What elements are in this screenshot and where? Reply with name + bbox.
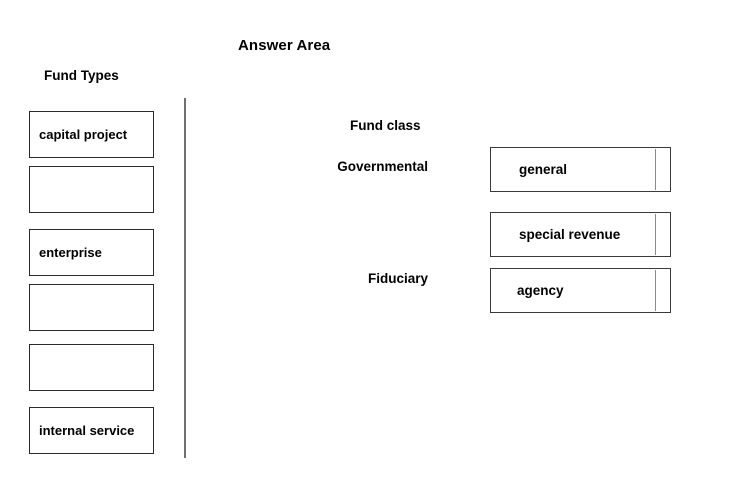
fund-types-source-list: capital project enterprise internal serv… xyxy=(29,111,154,462)
answer-value: special revenue xyxy=(519,226,621,242)
column-separator xyxy=(184,98,186,458)
fund-class-column-header: Fund class xyxy=(350,118,421,133)
fund-type-tile-label: internal service xyxy=(39,423,135,438)
fund-type-tile-3[interactable]: enterprise xyxy=(29,229,154,276)
fund-type-tile-label: capital project xyxy=(39,127,128,142)
fund-type-tile-2[interactable] xyxy=(29,166,154,213)
dropdown-divider-icon xyxy=(654,149,656,190)
dropdown-divider-icon xyxy=(654,270,656,311)
fund-type-tile-4[interactable] xyxy=(29,284,154,331)
row-label-governmental: Governmental xyxy=(337,159,428,174)
fund-type-tile-5[interactable] xyxy=(29,344,154,391)
answer-value: general xyxy=(519,161,568,177)
fund-type-tile-1[interactable]: capital project xyxy=(29,111,154,158)
answer-dropzone-governmental-general[interactable]: general xyxy=(490,147,671,192)
row-label-fiduciary: Fiduciary xyxy=(367,271,428,286)
dropdown-divider-icon xyxy=(654,214,656,255)
answer-value: agency xyxy=(517,282,564,298)
answer-dropzone-governmental-special-revenue[interactable]: special revenue xyxy=(490,212,671,257)
answer-area-title: Answer Area xyxy=(238,37,331,54)
fund-type-tile-6[interactable]: internal service xyxy=(29,407,154,454)
fund-types-title: Fund Types xyxy=(44,68,119,83)
answer-dropzone-fiduciary-agency[interactable]: agency xyxy=(490,268,671,313)
fund-type-tile-label: enterprise xyxy=(39,245,102,260)
